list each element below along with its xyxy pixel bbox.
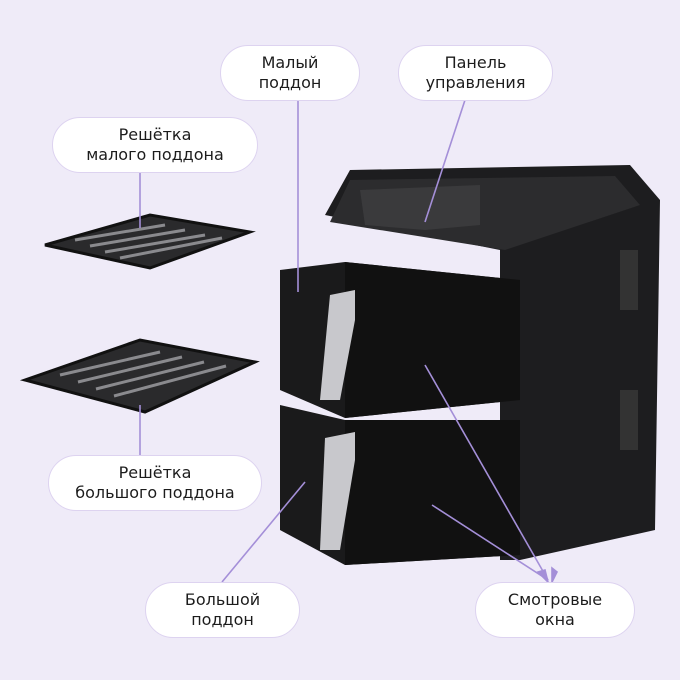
label-line: Малый — [261, 53, 319, 72]
label-line: поддон — [191, 610, 254, 629]
label-line: большого поддона — [75, 483, 235, 502]
leader-lines — [139, 99, 559, 585]
label-large-tray: Большой поддон — [145, 582, 300, 638]
label-viewing-windows: Смотровые окна — [475, 582, 635, 638]
label-line: окна — [535, 610, 575, 629]
label-line: Смотровые — [507, 590, 603, 609]
label-line: управления — [425, 73, 526, 92]
large-rack-image — [19, 338, 260, 414]
label-large-rack: Решётка большого поддона — [48, 455, 262, 511]
label-line: Панель — [444, 53, 507, 72]
label-line: Большой — [184, 590, 261, 609]
large-tray-image — [280, 405, 520, 565]
air-fryer-body — [325, 165, 660, 560]
label-line: Решётка — [118, 125, 192, 144]
small-rack-image — [44, 213, 256, 270]
label-line: Решётка — [118, 463, 192, 482]
label-small-tray: Малый поддон — [220, 45, 360, 101]
small-tray-image — [280, 262, 520, 418]
label-small-rack: Решётка малого поддона — [52, 117, 258, 173]
label-line: малого поддона — [86, 145, 224, 164]
label-line: поддон — [258, 73, 322, 92]
label-control-panel: Панель управления — [398, 45, 553, 101]
